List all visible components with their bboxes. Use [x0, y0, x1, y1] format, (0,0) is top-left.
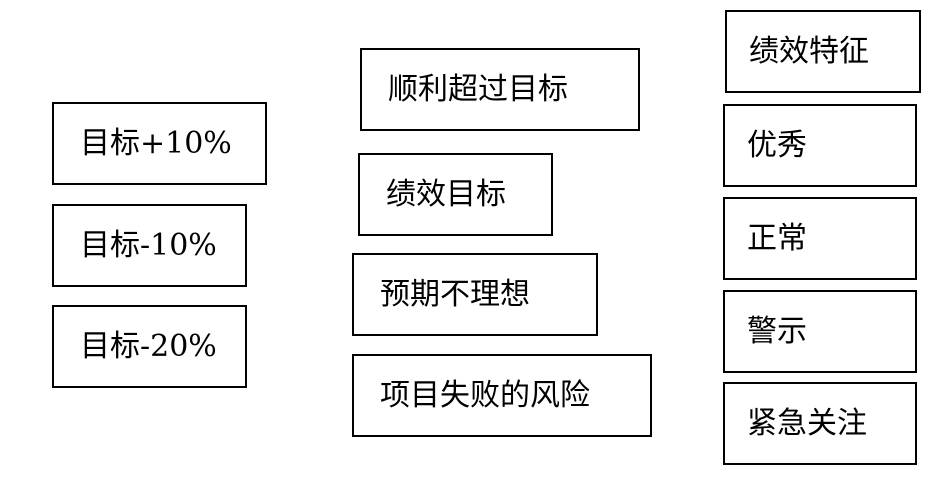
below-expectation-label: 预期不理想 — [380, 276, 530, 312]
warning-box: 警示 — [723, 290, 917, 373]
performance-target-box: 绩效目标 — [358, 153, 553, 236]
target-plus-10-label: 目标+10% — [80, 125, 232, 161]
excellent-label: 优秀 — [747, 127, 807, 163]
project-failure-risk-box: 项目失败的风险 — [352, 354, 652, 437]
exceed-target-label: 顺利超过目标 — [388, 71, 568, 107]
normal-label: 正常 — [747, 220, 807, 256]
normal-box: 正常 — [723, 197, 917, 280]
performance-target-label: 绩效目标 — [386, 176, 506, 212]
excellent-box: 优秀 — [723, 104, 917, 187]
target-plus-10-box: 目标+10% — [52, 102, 267, 185]
urgent-attention-box: 紧急关注 — [723, 382, 917, 465]
project-failure-risk-label: 项目失败的风险 — [380, 377, 590, 413]
urgent-attention-label: 紧急关注 — [747, 405, 867, 441]
exceed-target-box: 顺利超过目标 — [360, 48, 640, 131]
below-expectation-box: 预期不理想 — [352, 253, 598, 336]
target-minus-10-label: 目标-10% — [80, 227, 217, 263]
performance-characteristics-label: 绩效特征 — [749, 33, 869, 69]
target-minus-20-box: 目标-20% — [52, 305, 247, 388]
target-minus-10-box: 目标-10% — [52, 204, 247, 287]
performance-characteristics-header: 绩效特征 — [725, 10, 921, 93]
target-minus-20-label: 目标-20% — [80, 328, 217, 364]
warning-label: 警示 — [747, 313, 807, 349]
